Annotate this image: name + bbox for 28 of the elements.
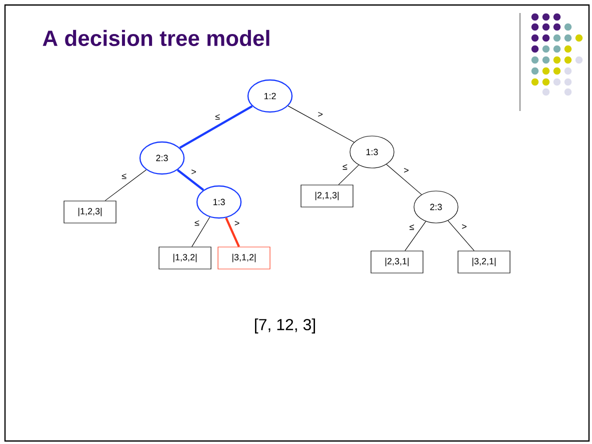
tree-edge	[386, 164, 422, 195]
tree-edge	[448, 220, 474, 251]
leaf-box: |1,3,2|	[158, 246, 212, 270]
tree-edge	[404, 221, 426, 251]
tree-edge	[176, 169, 204, 191]
slide-title: A decision tree model	[42, 30, 270, 46]
edge-label: >	[192, 170, 196, 174]
tree-edge	[179, 105, 253, 149]
tree-edge	[338, 164, 359, 185]
tree-edge	[192, 216, 210, 247]
leaf-box: |1,2,3|	[64, 200, 116, 224]
leaf-box: |2,3,1|	[370, 250, 424, 274]
edge-label: ≤	[122, 174, 126, 179]
edge-label: >	[462, 224, 466, 229]
leaf-box: |2,1,3|	[300, 184, 354, 208]
edge-label: ≤	[342, 164, 348, 170]
edge-label: >	[234, 220, 240, 226]
edge-label: >	[404, 168, 408, 173]
tree-edge	[288, 106, 354, 142]
leaf-box: |3,2,1|	[458, 250, 510, 274]
result-text: [7, 12, 3]	[255, 318, 315, 334]
edge-label: >	[318, 112, 323, 117]
leaf-box: |3,1,2|	[218, 246, 270, 270]
tree-edge	[104, 170, 146, 201]
edge-label: ≤	[410, 224, 414, 230]
edge-label: ≤	[215, 114, 220, 120]
edge-label: ≤	[194, 220, 200, 226]
tree-edge	[225, 217, 240, 248]
